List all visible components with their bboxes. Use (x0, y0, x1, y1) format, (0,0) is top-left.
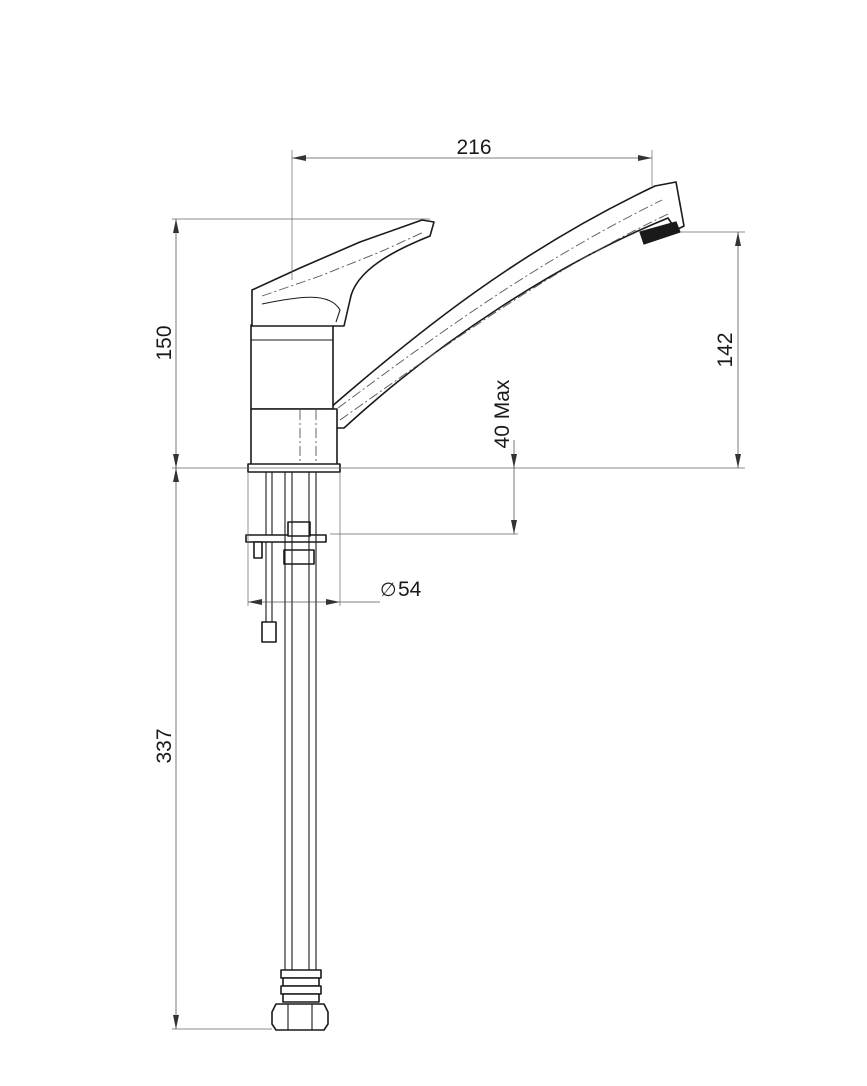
mounting-hardware (245, 472, 327, 643)
fixing-plate (245, 534, 327, 543)
spout-centerline-upper (337, 199, 663, 409)
dimension-spout-reach: 216 (292, 136, 652, 161)
lever-contour-inner (261, 231, 425, 297)
dimension-spout-height: 142 (714, 232, 741, 468)
fixing-bracket (253, 541, 263, 559)
supply-hose (271, 472, 329, 1031)
dimension-label-40-max: 40 Max (491, 379, 514, 448)
diameter-symbol: ∅ (380, 580, 397, 601)
dimension-total-height: 150 (153, 219, 179, 468)
faucet-body (247, 181, 685, 473)
dimension-label-216: 216 (456, 136, 491, 159)
dimension-label-337: 337 (153, 728, 176, 763)
spout-centerline-lower (339, 213, 669, 421)
dimension-label-54: 54 (398, 578, 422, 601)
hose-connector-nut (271, 1003, 329, 1031)
fixing-nut (287, 521, 311, 537)
dimension-hole-diameter: ∅ 54 (248, 578, 422, 605)
dimension-label-142: 142 (714, 332, 737, 367)
lever-contour-curve (261, 296, 341, 323)
dimension-label-150: 150 (153, 325, 176, 360)
valve-body-upper (250, 324, 334, 410)
extension-lines (172, 150, 745, 1030)
hose-crimp (280, 969, 322, 1003)
lever-handle (251, 219, 435, 327)
dimension-hose-length: 337 (153, 468, 179, 1029)
valve-body-lower (250, 408, 338, 466)
rod-end-nut (261, 621, 277, 643)
dimension-mounting-thickness: 40 Max (491, 379, 517, 534)
